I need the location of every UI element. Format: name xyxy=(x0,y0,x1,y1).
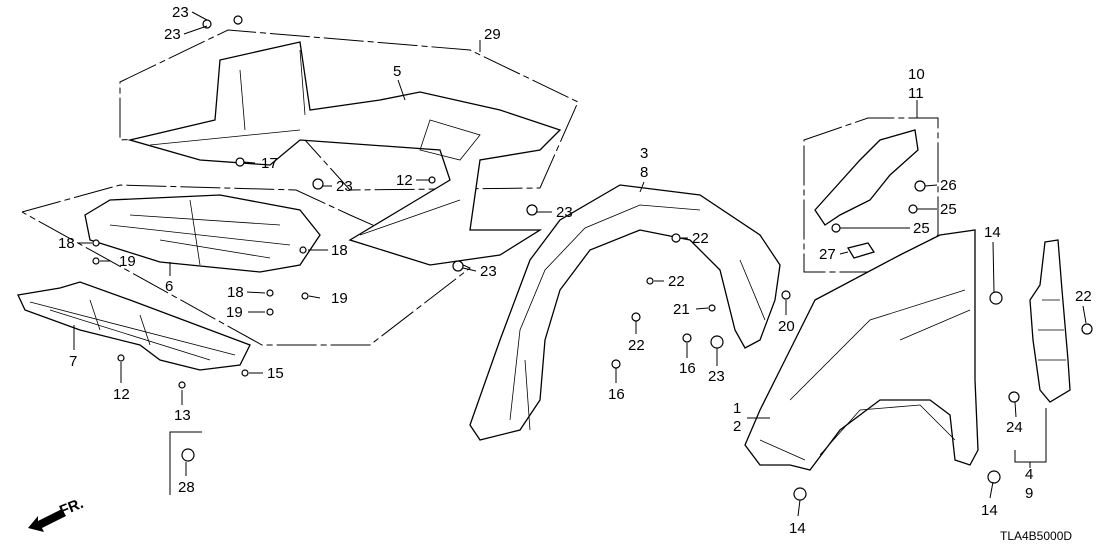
part-1-front-fender xyxy=(744,229,979,471)
callout: 19 xyxy=(331,290,348,307)
callout: 13 xyxy=(174,407,191,424)
diagram-code: TLA4B5000D xyxy=(1000,529,1072,543)
callout: 8 xyxy=(640,164,648,181)
group-outline-10-11 xyxy=(803,100,939,273)
front-direction-indicator: FR. xyxy=(28,495,86,532)
callout: 23 xyxy=(336,178,353,195)
callout: 14 xyxy=(984,224,1001,241)
callout: 18 xyxy=(331,242,348,259)
part-4-fender-seal xyxy=(1029,239,1071,403)
part-7-front-splash-shield xyxy=(17,281,251,371)
callout: 2 xyxy=(733,418,741,435)
callout: 23 xyxy=(480,263,497,280)
callout: 4 xyxy=(1025,466,1033,483)
callout: 20 xyxy=(778,318,795,335)
callout: 19 xyxy=(226,304,243,321)
callout: 22 xyxy=(628,337,645,354)
callout: 14 xyxy=(789,520,806,537)
part-27-seal xyxy=(846,242,876,259)
group-bracket-28 xyxy=(169,431,202,495)
callout: 23 xyxy=(172,4,189,21)
part-5-subframe-cover xyxy=(127,41,562,266)
callout: 25 xyxy=(940,201,957,218)
arrow-left-down-icon xyxy=(28,509,66,532)
callout: 18 xyxy=(58,235,75,252)
callout-labels: 23 23 29 5 17 23 12 23 18 19 6 18 18 19 … xyxy=(58,4,1092,537)
callout: 22 xyxy=(668,273,685,290)
callout: 1 xyxy=(733,400,741,417)
callout: 27 xyxy=(819,246,836,263)
fasteners xyxy=(92,15,1093,501)
callout: 23 xyxy=(556,204,573,221)
callout: 6 xyxy=(165,278,173,295)
callout: 21 xyxy=(673,301,690,318)
callout: 22 xyxy=(1075,288,1092,305)
callout: 22 xyxy=(692,230,709,247)
callout: 23 xyxy=(708,368,725,385)
callout: 17 xyxy=(261,155,278,172)
callout: 23 xyxy=(164,26,181,43)
callout: 12 xyxy=(113,386,130,403)
callout: 29 xyxy=(484,26,501,43)
callout: 16 xyxy=(679,360,696,377)
part-10-bracket xyxy=(814,129,919,226)
callout: 5 xyxy=(393,63,401,80)
callout: 16 xyxy=(608,386,625,403)
callout: 19 xyxy=(119,253,136,270)
callout: 25 xyxy=(913,220,930,237)
callout: 28 xyxy=(178,479,195,496)
callout: 7 xyxy=(69,353,77,370)
callout: 26 xyxy=(940,177,957,194)
callout: 18 xyxy=(227,284,244,301)
callout: 3 xyxy=(640,145,648,162)
callout: 12 xyxy=(396,172,413,189)
leader-lines xyxy=(73,11,1087,517)
callout: 24 xyxy=(1006,419,1023,436)
callout: 10 xyxy=(908,66,925,83)
callout: 9 xyxy=(1025,485,1033,502)
direction-label: FR. xyxy=(57,495,86,520)
group-bracket-4-9 xyxy=(1014,408,1047,468)
callout: 14 xyxy=(981,502,998,519)
part-3-inner-fender-liner xyxy=(469,184,781,441)
callout: 15 xyxy=(267,365,284,382)
callout: 11 xyxy=(908,85,924,102)
